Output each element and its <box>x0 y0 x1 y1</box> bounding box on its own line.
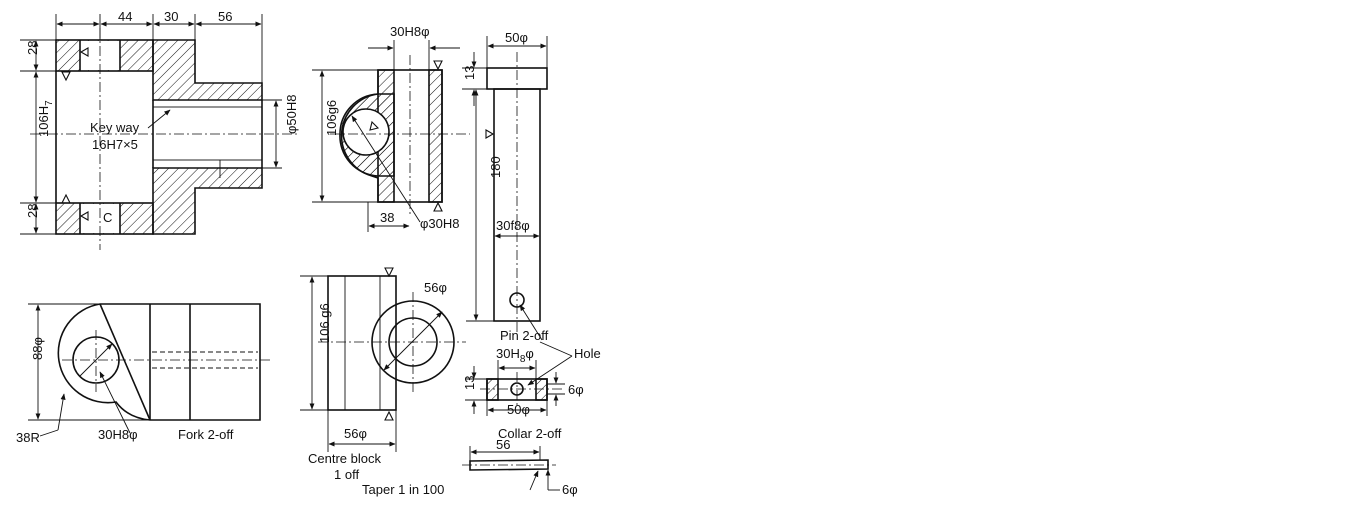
dim-50-collar: 50φ <box>507 402 530 417</box>
dim-13-pin: 13 <box>462 66 477 80</box>
letter-c: C <box>103 210 112 225</box>
dim-88: 88φ <box>30 337 45 360</box>
fork-front-view: 44 30 56 28 106H7 28 φ50H8 Key way 16H7×… <box>20 9 300 250</box>
dim-28-top: 28 <box>25 41 40 55</box>
dim-30: 30 <box>164 9 178 24</box>
dim-38: 38 <box>380 210 394 225</box>
dim-30h8-side: 30H8φ <box>390 24 430 39</box>
dim-28-bottom: 28 <box>25 204 40 218</box>
fork-boss-lower <box>152 167 263 235</box>
keyway-label-2: 16H7×5 <box>92 137 138 152</box>
dim-6-collar: 6φ <box>568 382 584 397</box>
centre-side-view: 30H8φ 106g6 38 φ30H8 <box>312 24 470 232</box>
taper-pin-body <box>469 459 549 471</box>
dim-106g6-block: 106 g6 <box>317 303 332 343</box>
dim-6-taper: 6φ <box>562 482 578 497</box>
collar-label: Collar 2-off <box>498 426 562 441</box>
fork-label: Fork 2-off <box>178 427 234 442</box>
pin-label: Pin 2-off <box>500 328 549 343</box>
centre-block-label-2: 1 off <box>334 467 359 482</box>
dim-phi50h8: φ50H8 <box>284 94 299 134</box>
dim-38r: 38R <box>16 430 40 445</box>
dim-30h8-fork: 30H8φ <box>98 427 138 442</box>
dim-44: 44 <box>118 9 132 24</box>
dim-56-taper: 56 <box>496 437 510 452</box>
dim-30f8: 30f8φ <box>496 218 530 233</box>
dim-30h8-collar: 30H8φ <box>496 346 534 365</box>
dim-56-bottom: 56φ <box>344 426 367 441</box>
dim-106-h7: 106H7 <box>36 100 55 137</box>
taper-pin-view: 56 6φ <box>462 437 578 497</box>
fork-boss-upper <box>152 39 263 101</box>
centre-block-label-1: Centre block <box>308 451 381 466</box>
centre-block-view: 56φ 106 g6 56φ Centre block 1 off Taper … <box>300 267 466 497</box>
dim-106g6-side: 106g6 <box>324 100 339 136</box>
fork-top-view: 88φ 38R 30H8φ Fork 2-off <box>16 303 270 445</box>
collar-view: 30H8φ 6φ 13 50φ Collar 2-off <box>462 346 584 441</box>
dim-56-top: 56 <box>218 9 232 24</box>
dim-phi30h8-side: φ30H8 <box>420 216 460 231</box>
dim-13-collar: 13 <box>462 376 477 390</box>
keyway-label-1: Key way <box>90 120 140 135</box>
dim-50-pin: 50φ <box>505 30 528 45</box>
hole-label: Hole <box>574 346 601 361</box>
dim-180: 180 <box>488 156 503 178</box>
pin-view: 50φ 13 180 30f8φ Pin 2-off Hole <box>462 30 601 386</box>
taper-label: Taper 1 in 100 <box>362 482 444 497</box>
dim-56-circle: 56φ <box>424 280 447 295</box>
